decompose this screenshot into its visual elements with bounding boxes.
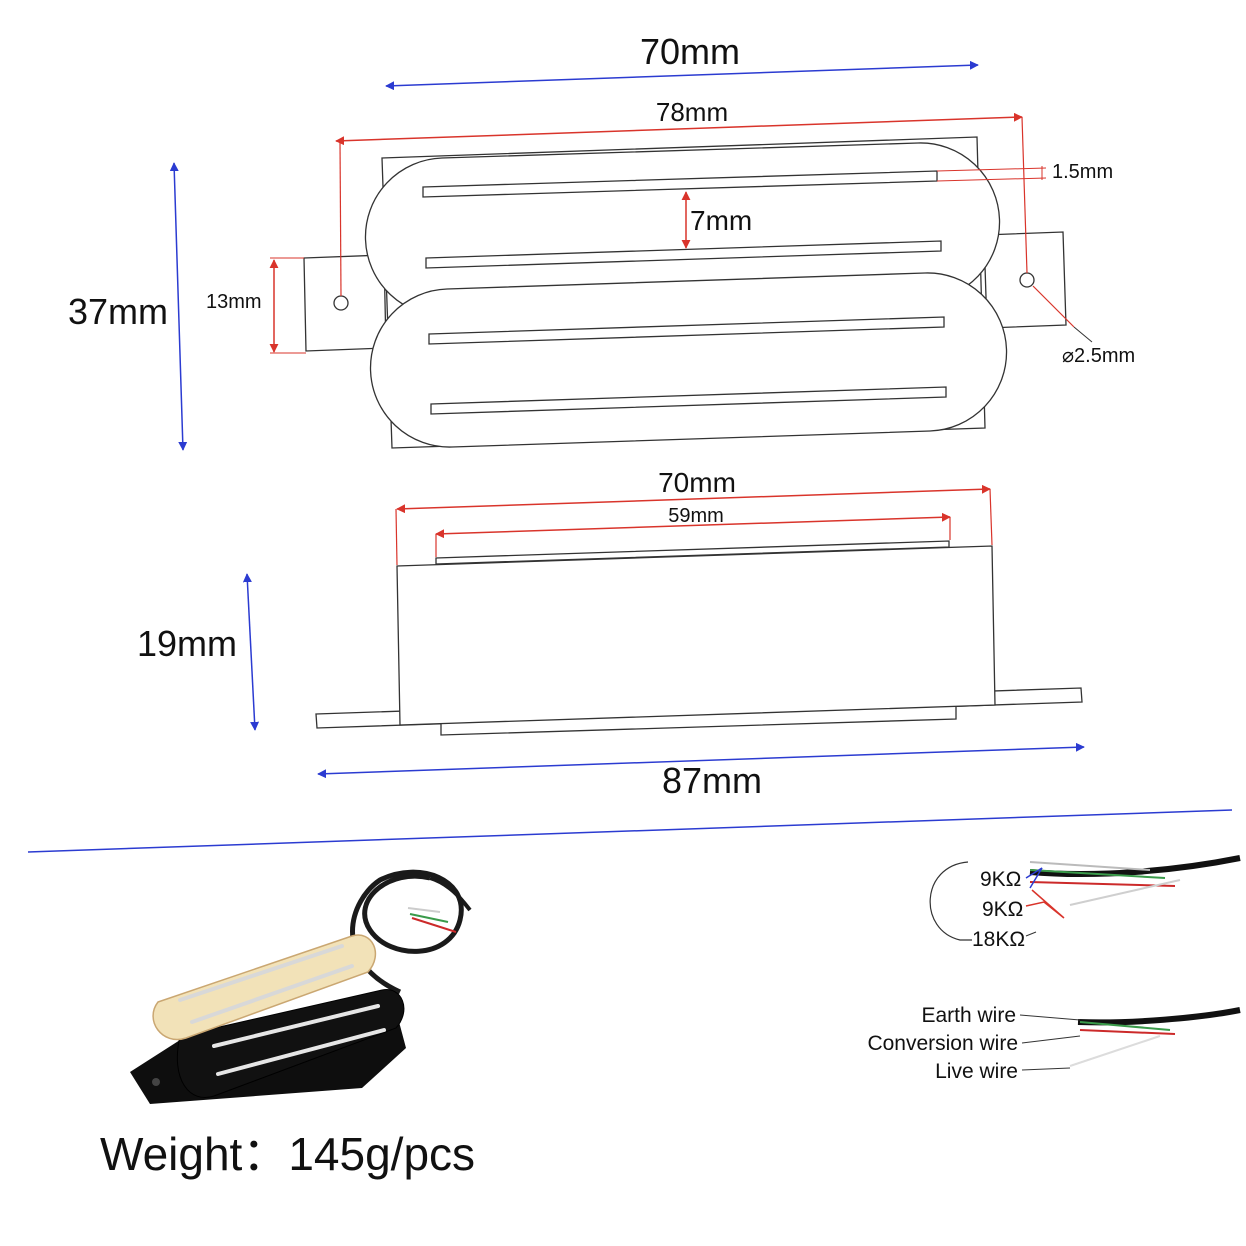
leader-conversion [1021,1035,1081,1044]
weight-label: Weight：145g/pcs [100,1118,475,1184]
top-view-drawing [303,136,1067,449]
cable-2 [1077,1007,1241,1026]
resistance-wiring: 9KΩ 9KΩ 18KΩ [929,855,1241,951]
side-body [396,545,996,726]
cable-loop [350,869,464,995]
section-divider [27,809,1233,853]
label-tab-height: 13mm [206,291,262,313]
label-r2: 9KΩ [982,898,1023,921]
rail-3 [428,316,945,345]
label-r1: 9KΩ [980,868,1021,891]
top-view-labels: 70mm 78mm 37mm 13mm 7mm 1.5mm ⌀2.5mm [68,31,1135,367]
weight-title: Weight [100,1128,243,1180]
wire-red-1 [1029,881,1176,887]
label-r3: 18KΩ [972,928,1025,951]
side-top-cover [435,540,950,565]
side-view-dimensions [242,484,1085,779]
dim-line-width-holes [335,112,1023,146]
side-view-labels: 70mm 59mm 19mm 87mm [137,467,762,801]
bracket-blue [1025,867,1043,889]
ext-line-rail-bottom [936,177,1047,182]
dim-line-height [169,162,188,451]
wire-types: Earth wire Conversion wire Live wire [867,1004,1241,1083]
right-mount-hole [1019,272,1035,288]
hole-leader-line [1032,285,1075,328]
dim-line-width-top [385,60,979,91]
photo-cream-rail-1 [178,944,344,1002]
dim-line-side-base [396,484,991,514]
weight-value: 145g/pcs [288,1128,476,1180]
ext-line-rail-top [936,167,1047,172]
rail-4 [430,386,947,415]
lower-coil [369,272,1008,448]
photo-black-rail-2 [216,1028,386,1076]
leader-earth [1019,1014,1081,1021]
label-conversion-wire: Conversion wire [867,1032,1018,1055]
ext-line-right-hole [1021,116,1028,274]
photo-cream-coil [152,934,377,1041]
dim-line-side-top [435,512,951,539]
wire-green-1 [1029,869,1166,879]
photo-black-rail-1 [212,1004,380,1048]
label-height: 37mm [68,291,168,332]
photo-cream-rail-2 [190,964,354,1024]
resistance-loop [929,861,972,941]
label-total-length: 87mm [662,760,762,801]
side-view-drawing [315,540,1083,736]
label-side-top: 59mm [668,505,724,527]
bracket-red [1025,889,1065,919]
weight-separator: ： [242,1128,289,1180]
rail-2 [425,240,942,269]
dim-line-side-height [242,573,260,731]
label-side-base: 70mm [658,467,736,498]
label-earth-wire: Earth wire [921,1004,1016,1027]
top-view-dimensions [169,60,1093,451]
label-hole-diameter: ⌀2.5mm [1062,345,1135,367]
dim-line-total-length [317,742,1085,779]
label-width-top: 70mm [640,31,740,72]
label-width-holes: 78mm [656,97,728,127]
leader-live [1021,1067,1071,1071]
label-rail-width: 1.5mm [1052,161,1113,183]
photo-mount-hole [152,1078,160,1086]
cable-1 [1029,855,1241,878]
label-live-wire: Live wire [935,1060,1018,1083]
label-side-height: 19mm [137,623,237,664]
pickup-photo [130,869,472,1104]
wire-white-1 [1069,879,1181,906]
ext-line-left-hole [339,140,342,297]
left-mount-hole [333,295,349,311]
label-rail-gap: 7mm [690,205,752,236]
